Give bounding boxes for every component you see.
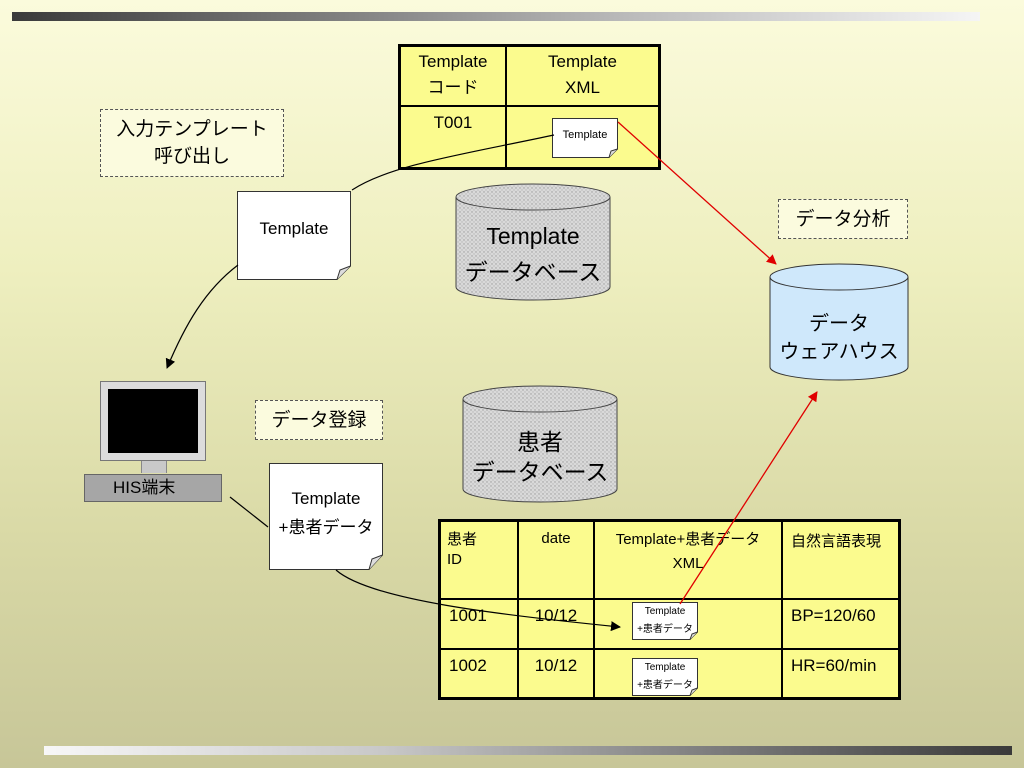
template-db-line1: Template (486, 223, 580, 249)
patient-database: 患者 データベース (462, 385, 618, 503)
warehouse-line2: ウェアハウス (779, 341, 899, 363)
database-cylinder-icon (462, 385, 618, 503)
doc-shape-icon (632, 658, 698, 696)
date-cell: 10/12 (517, 647, 595, 700)
nl-expression-cell: BP=120/60 (781, 597, 901, 650)
warehouse-cylinder-icon (769, 263, 909, 381)
template-to-his-arrow (165, 264, 239, 369)
nl-expression-header: 自然言語表現 (781, 519, 901, 600)
patient-xml-doc-line1: Template (644, 606, 686, 617)
bottom-decor-bar (44, 746, 1012, 755)
monitor-stand (141, 461, 167, 473)
monitor-screen (108, 389, 198, 453)
template-call-line2: 呼び出し (153, 145, 230, 167)
patient-xml-doc: Template +患者データ (632, 658, 698, 696)
template-call-line1: 入力テンプレート (116, 118, 268, 140)
template-document: Template (237, 191, 351, 280)
template-patient-doc-line1: Template (291, 489, 361, 508)
patient-xml-doc-line2: +患者データ (637, 680, 693, 691)
date-cell: 10/12 (517, 597, 595, 650)
patient-xml-doc-line2: +患者データ (637, 624, 693, 635)
patient-db-line2: データベース (471, 459, 609, 485)
template-call-callout: 入力テンプレート 呼び出し (100, 109, 284, 177)
data-analysis-callout: データ分析 (778, 199, 908, 239)
template-xml-doc-label: Template (562, 129, 608, 141)
data-warehouse: データ ウェアハウス (769, 263, 909, 381)
his-to-doc-line (229, 496, 269, 528)
warehouse-line1: データ (809, 313, 869, 335)
doc-shape-icon (237, 191, 351, 280)
patient-id-cell: 1002 (438, 647, 519, 700)
template-xml-doc: Template (552, 118, 618, 158)
template-db-line2: データベース (464, 259, 602, 285)
template-document-label: Template (259, 219, 329, 238)
patient-xml-doc: Template +患者データ (632, 602, 698, 640)
data-register-label: データ登録 (271, 408, 367, 431)
data-analysis-label: データ分析 (795, 207, 891, 230)
patient-id-cell: 1001 (438, 597, 519, 650)
template-patient-doc-line2: +患者データ (278, 518, 374, 537)
template-patient-document: Template +患者データ (269, 463, 383, 570)
his-terminal-label: HIS端末 (84, 474, 222, 502)
template-database: Template データベース (455, 183, 611, 301)
patient-db-line1: 患者 (517, 429, 563, 455)
his-monitor-icon (100, 381, 206, 461)
template-code-cell: T001 (398, 104, 507, 170)
doc-shape-icon (269, 463, 383, 570)
date-header: date (517, 519, 595, 600)
data-register-callout: データ登録 (255, 400, 383, 440)
nl-expression-cell: HR=60/min (781, 647, 901, 700)
patient-xml-doc-line1: Template (644, 662, 686, 673)
top-decor-bar (12, 12, 980, 21)
